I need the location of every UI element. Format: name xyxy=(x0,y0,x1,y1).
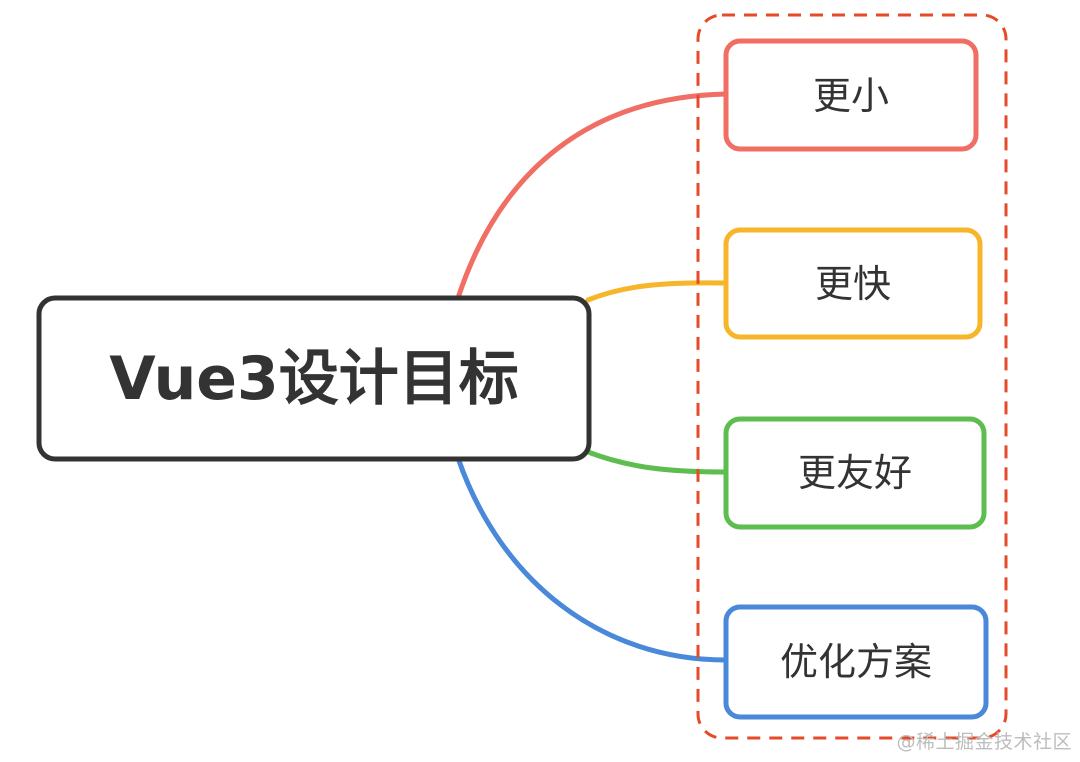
connector-optimization xyxy=(455,455,729,663)
node-more-small[interactable]: 更小 xyxy=(723,38,979,152)
node-friendlier-label: 更友好 xyxy=(798,451,912,495)
connector-faster xyxy=(585,280,729,303)
node-faster[interactable]: 更快 xyxy=(723,227,983,340)
node-optimization-plan[interactable]: 优化方案 xyxy=(723,604,989,720)
root-node-label: Vue3设计目标 xyxy=(109,344,518,414)
node-more-small-box xyxy=(723,38,979,152)
node-friendlier-box xyxy=(723,416,987,530)
node-more-small-label: 更小 xyxy=(813,74,889,118)
node-optimization-plan-label: 优化方案 xyxy=(780,640,932,684)
node-faster-box xyxy=(723,227,983,340)
node-optimization-plan-box xyxy=(723,604,989,720)
connector-more-small xyxy=(455,91,729,301)
root-node-box xyxy=(36,295,592,462)
node-friendlier[interactable]: 更友好 xyxy=(723,416,987,530)
watermark-text: @稀土掘金技术社区 xyxy=(896,731,1072,753)
connector-friendlier xyxy=(585,449,729,475)
root-node[interactable]: Vue3设计目标 xyxy=(36,295,592,462)
node-faster-label: 更快 xyxy=(815,262,891,306)
